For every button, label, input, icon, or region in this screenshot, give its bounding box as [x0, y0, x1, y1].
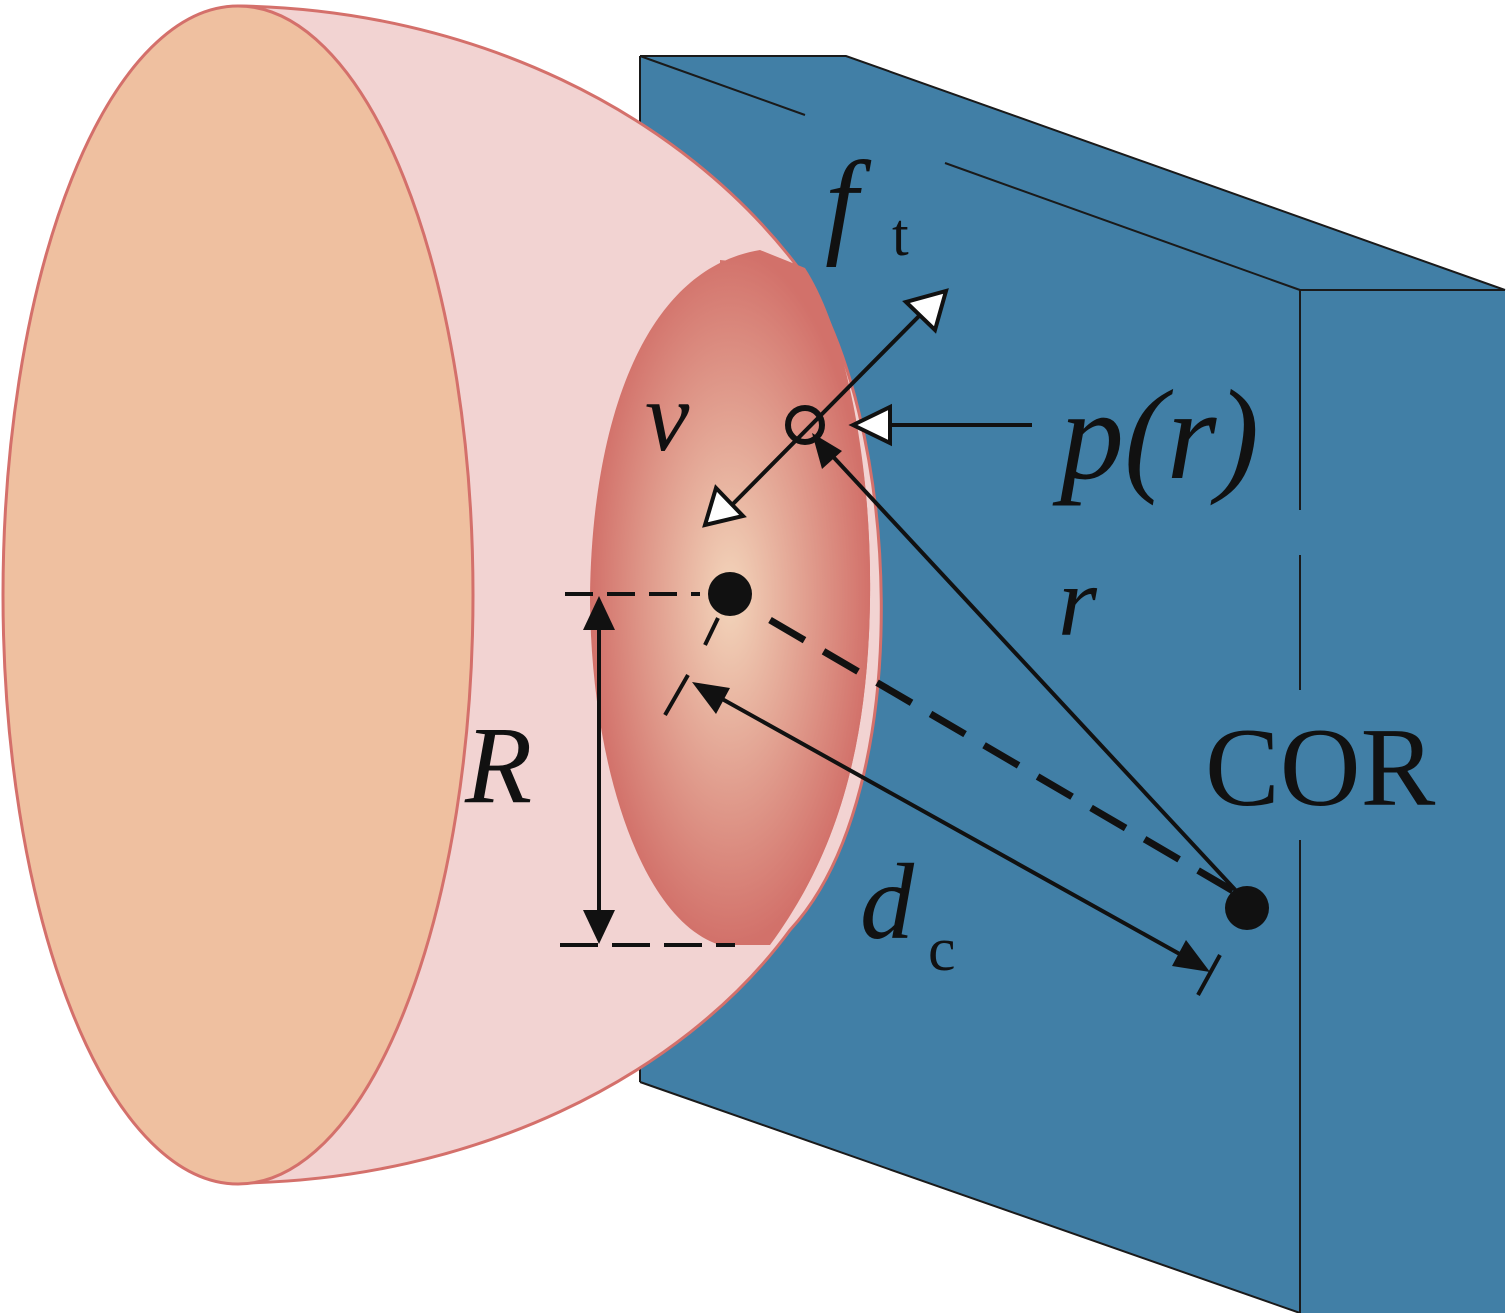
tangential-force-arrow	[702, 288, 949, 528]
contact-center-dot-icon	[708, 572, 752, 616]
distance-arrow-left-icon	[692, 682, 730, 714]
block-top-left-edge	[640, 55, 1506, 291]
distance-arrow-right-icon	[1172, 940, 1210, 972]
position-vector-arrow-icon	[812, 433, 842, 469]
velocity-label: v	[645, 361, 690, 472]
distance-dimension-line	[714, 693, 1186, 959]
body-cross-section-face	[1, 4, 475, 1186]
distance-subscript: c	[928, 916, 956, 984]
tangential-force-head-up-icon	[902, 288, 949, 334]
distance-dimension	[663, 674, 1222, 996]
pressure-label: p(r)	[1052, 364, 1259, 506]
radius-label: R	[464, 704, 532, 826]
radius-reference-lines	[560, 592, 735, 947]
block-bottom-edge	[639, 1081, 1301, 1313]
pressure-arrow	[848, 403, 1032, 447]
tangential-force-line	[725, 308, 927, 512]
center-tick-line	[703, 617, 720, 646]
position-vector-r	[812, 433, 1242, 897]
position-vector-line	[823, 446, 1242, 897]
cor-label: COR	[1205, 706, 1436, 830]
radius-arrow-up-icon	[583, 596, 615, 630]
contact-point-icon	[785, 405, 825, 445]
block-inner-edge-1	[639, 55, 806, 116]
block-inner-edge-2	[944, 162, 1301, 291]
tangential-force-head-down-icon	[702, 484, 747, 528]
position-label: r	[1058, 546, 1098, 657]
center-to-cor-dashed-line	[768, 616, 1242, 899]
tangential-force-subscript: t	[892, 202, 909, 268]
radius-dimension	[583, 596, 615, 944]
cor-point-dot-icon	[1225, 886, 1269, 930]
distance-symbol: d	[860, 843, 915, 962]
radius-arrow-down-icon	[583, 910, 615, 944]
pressure-arrow-head-icon	[848, 403, 892, 447]
block-front-face	[640, 56, 1505, 1313]
distance-tick-left	[663, 674, 690, 716]
distance-tick-right	[1196, 954, 1222, 996]
